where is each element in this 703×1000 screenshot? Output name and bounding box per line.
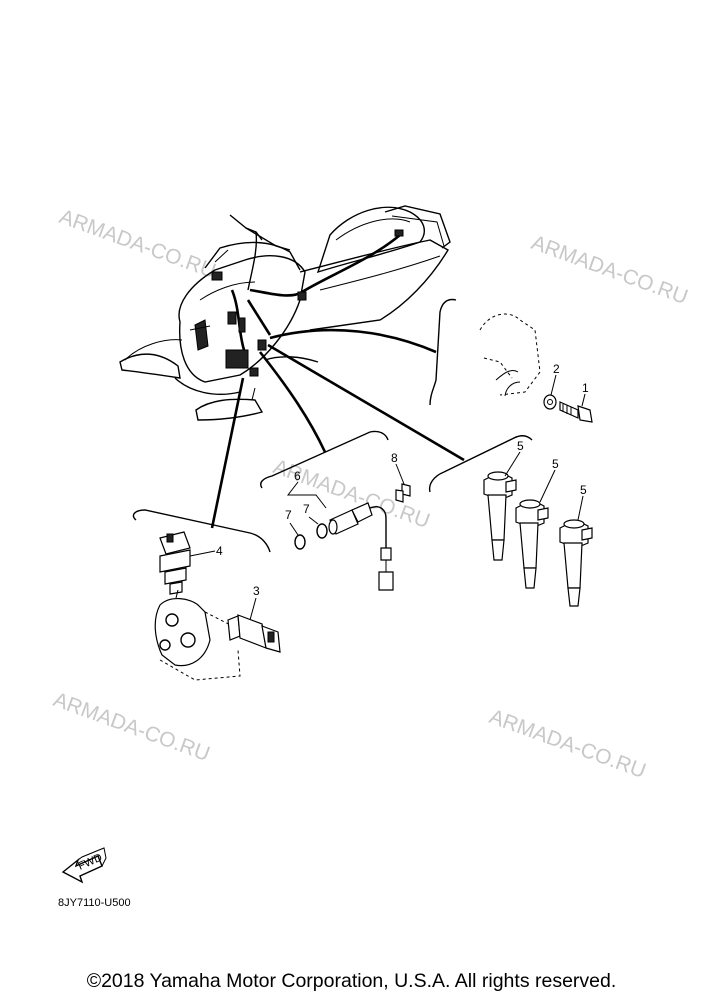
o-ring-2: [316, 523, 328, 539]
leader-lines: [210, 328, 465, 529]
callout-7b: 7: [303, 502, 310, 516]
crank-position-sensor: [328, 502, 394, 591]
copyright-notice: ©2018 Yamaha Motor Corporation, U.S.A. A…: [86, 970, 617, 992]
callout-1: 1: [582, 381, 589, 395]
ignition-coil-3: [559, 519, 593, 607]
hex-bolt: [559, 401, 593, 423]
watermark-top-right: ARMADA-CO.RU: [528, 231, 690, 309]
fwd-arrow-icon: FWD: [61, 847, 107, 884]
watermark-bottom-left: ARMADA-CO.RU: [50, 688, 212, 766]
group-brackets: [132, 298, 533, 553]
crank-sensor-group: [286, 463, 411, 591]
pressure-sensor-3: [227, 614, 281, 653]
ignition-coil-group: [483, 451, 593, 607]
callout-2: 2: [553, 362, 560, 376]
o-ring-1: [294, 534, 306, 550]
watermark-bottom-right: ARMADA-CO.RU: [486, 705, 648, 783]
pressure-sensor-group: [154, 531, 281, 681]
bolt-washer-group: [479, 313, 593, 423]
callout-3: 3: [253, 584, 260, 598]
callout-5a: 5: [517, 439, 524, 453]
callout-6: 6: [294, 469, 301, 483]
pressure-sensor-4: [159, 531, 191, 595]
fwd-label: FWD: [76, 852, 104, 873]
diagram-code: 8JY7110-U500: [58, 897, 131, 909]
sensor-housing: [154, 589, 241, 681]
snowmobile-illustration: [119, 205, 451, 421]
ignition-coil-1: [483, 471, 517, 561]
callout-8: 8: [391, 451, 398, 465]
washer: [543, 394, 557, 410]
sensor-bolt: [395, 483, 411, 503]
callout-4: 4: [216, 544, 223, 558]
callout-5b: 5: [552, 457, 559, 471]
ignition-coil-2: [515, 499, 549, 589]
callout-7a: 7: [285, 508, 292, 522]
watermark-top-left: ARMADA-CO.RU: [56, 205, 218, 283]
callout-5c: 5: [580, 483, 587, 497]
